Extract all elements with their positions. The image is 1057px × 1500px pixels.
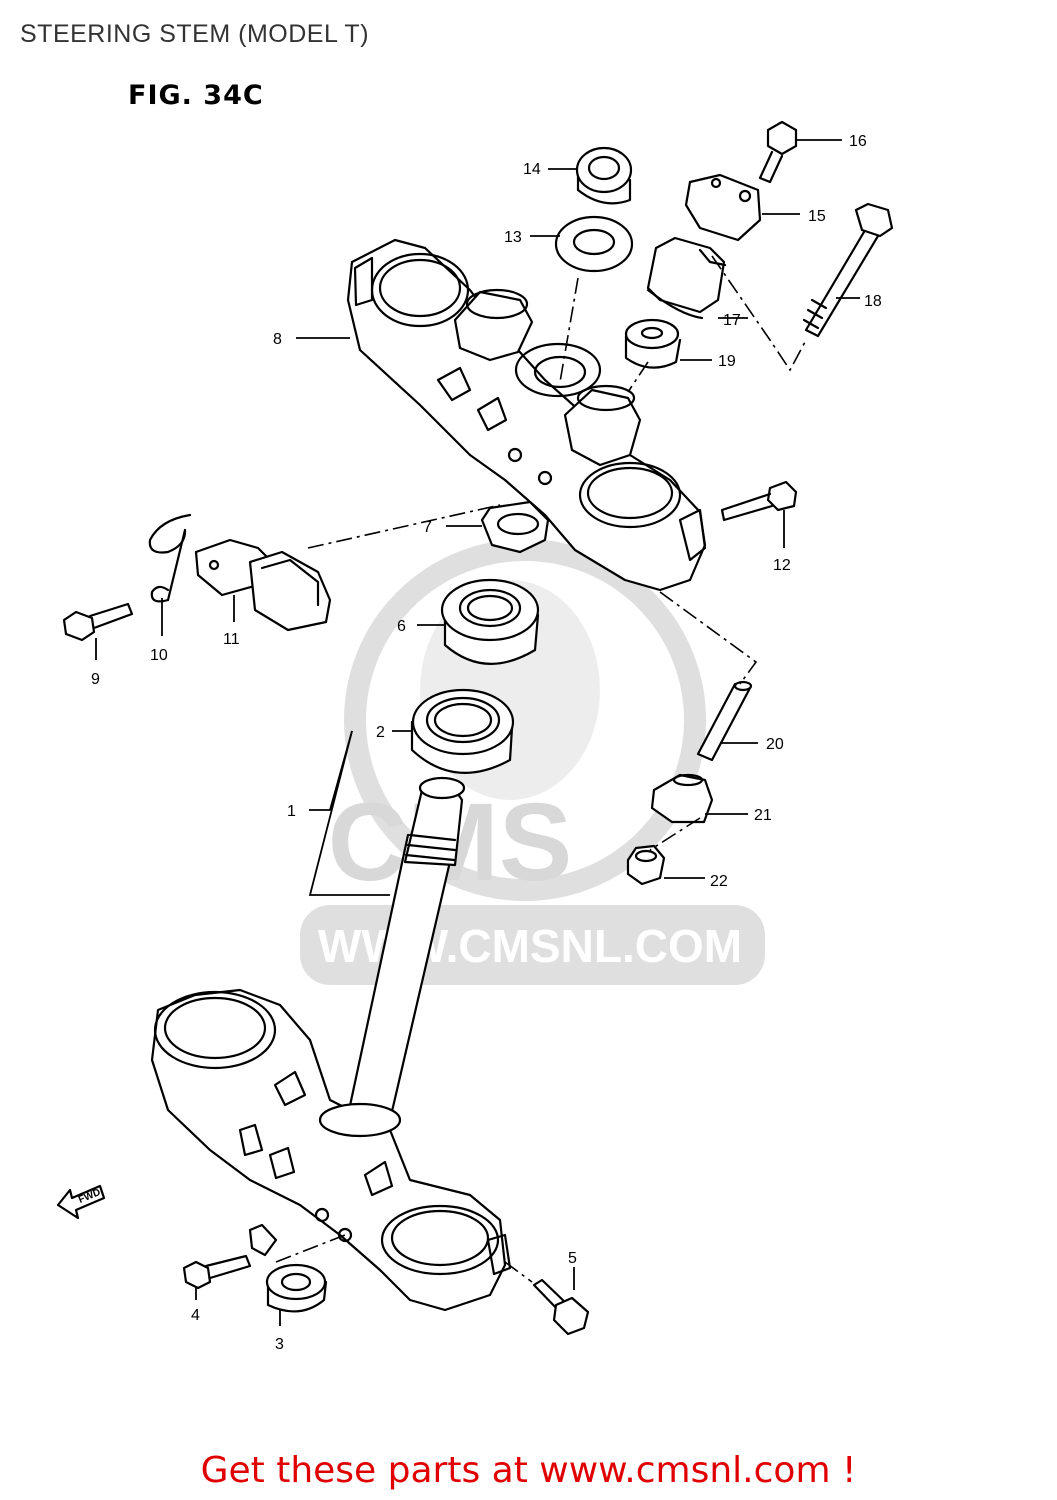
bolt-part-12 [720, 480, 798, 522]
grommet-part-3 [248, 1223, 328, 1313]
callout-16: 16 [849, 133, 867, 150]
bearing-part-2 [410, 688, 515, 774]
assembly-centerlines [275, 255, 806, 1283]
callout-11: 11 [223, 631, 240, 648]
washer-part-13 [554, 215, 634, 273]
callout-4: 4 [191, 1307, 200, 1324]
bearing-part-6 [440, 578, 540, 665]
callout-labels: 14 13 8 16 15 18 17 19 7 12 6 11 10 9 2 … [91, 133, 882, 1353]
steering-nut-part-7 [480, 500, 550, 554]
callout-22: 22 [710, 873, 728, 890]
callout-19: 19 [718, 353, 736, 370]
callout-12: 12 [773, 557, 791, 574]
cushion-part-19 [624, 318, 682, 369]
callout-2: 2 [376, 724, 385, 741]
bolt-part-16 [758, 120, 798, 184]
callout-13: 13 [504, 229, 522, 246]
bolt-part-4 [182, 1254, 252, 1290]
callout-8: 8 [273, 331, 282, 348]
bolt-part-18 [802, 202, 894, 338]
callout-15: 15 [808, 208, 826, 225]
bracket-part-11 [194, 538, 332, 632]
footer-link[interactable]: Get these parts at www.cmsnl.com ! [200, 1450, 857, 1491]
bolt-part-5 [532, 1278, 590, 1336]
callout-1: 1 [287, 803, 296, 820]
callout-17: 17 [723, 312, 741, 329]
upper-bracket-part-8 [346, 238, 707, 592]
callout-18: 18 [864, 293, 882, 310]
callout-10: 10 [150, 647, 168, 664]
callout-7: 7 [423, 519, 432, 536]
bolt-part-9 [62, 602, 134, 642]
clip-part-10 [148, 513, 192, 603]
figure-label: FIG. 34C [128, 80, 264, 111]
steering-stem-part-1 [150, 776, 512, 1312]
callout-9: 9 [91, 671, 100, 688]
cushion-part-21 [650, 773, 714, 824]
fwd-arrow-icon [56, 1184, 106, 1220]
holder-part-17 [646, 236, 727, 320]
page-title: STEERING STEM (MODEL T) [20, 20, 370, 48]
pin-part-20 [696, 680, 753, 762]
callout-21: 21 [754, 807, 772, 824]
nut-part-14 [575, 146, 633, 205]
callout-14: 14 [523, 161, 541, 178]
callout-6: 6 [397, 618, 406, 635]
callout-5: 5 [568, 1250, 577, 1267]
clamp-part-15 [684, 173, 762, 242]
nut-part-22 [626, 844, 666, 886]
callout-20: 20 [766, 736, 784, 753]
leader-lines [95, 139, 860, 1326]
callout-3: 3 [275, 1336, 284, 1353]
